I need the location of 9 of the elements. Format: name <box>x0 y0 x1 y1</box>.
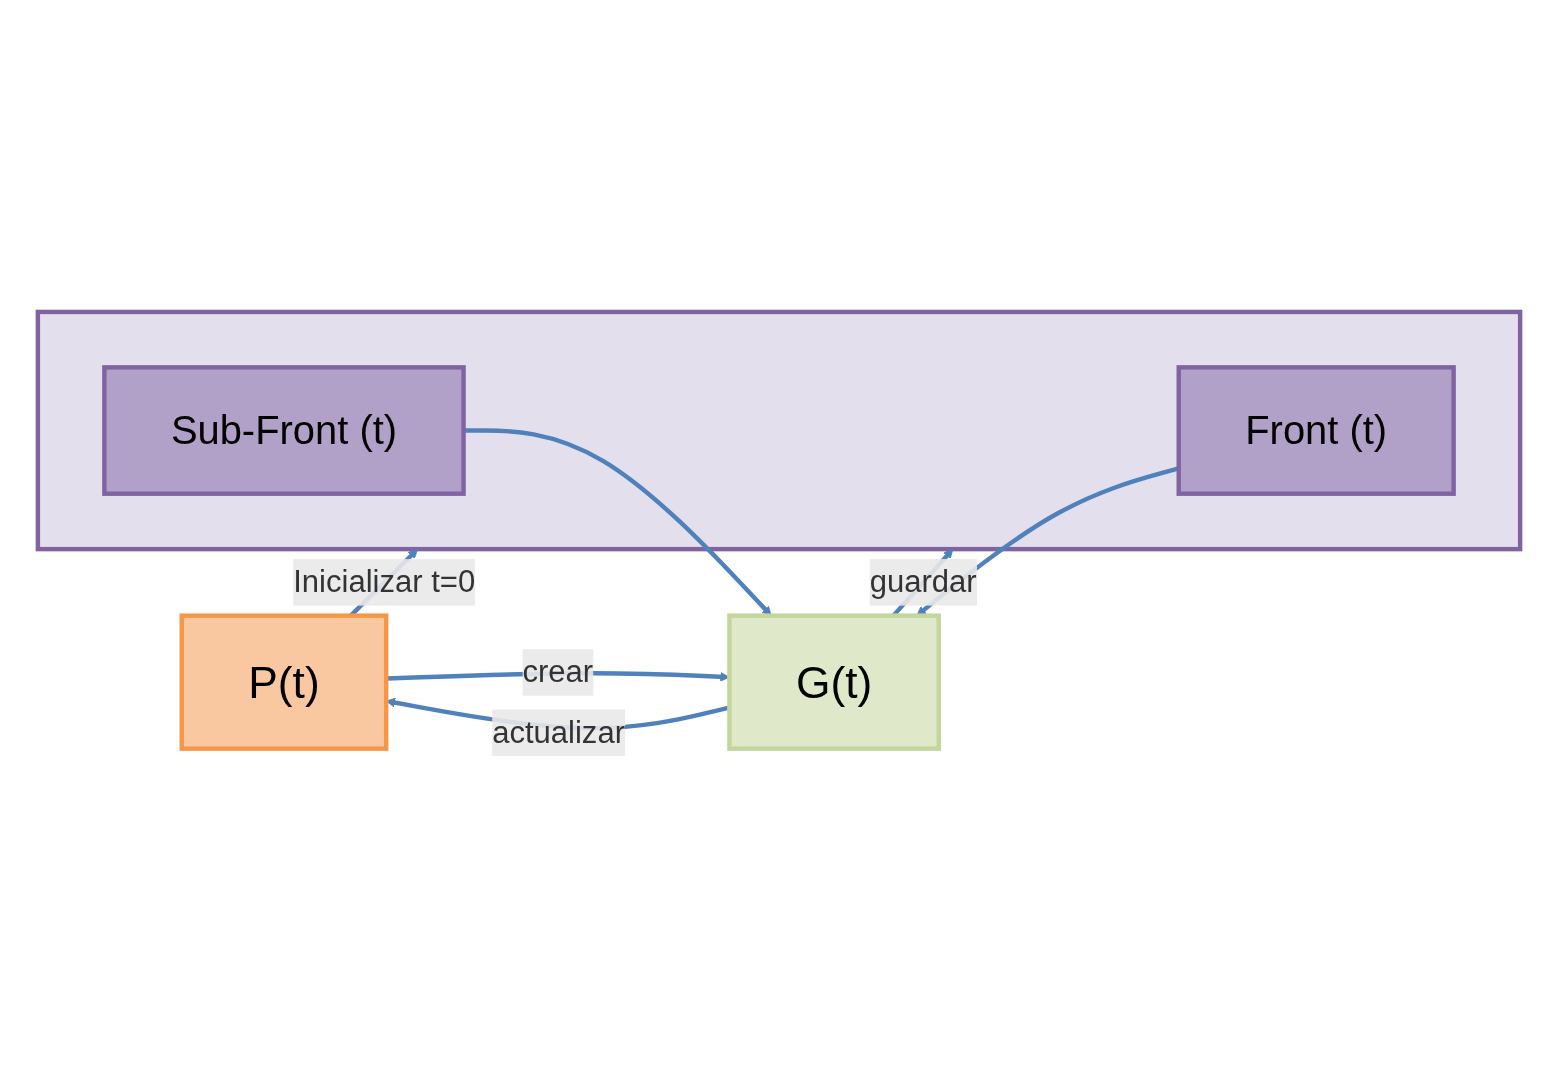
node-box: G(t) <box>727 613 941 751</box>
edge-label: actualizar <box>492 715 625 750</box>
node-box: Front (t) <box>1176 365 1456 496</box>
edge-label: crear <box>522 654 594 690</box>
cluster <box>35 309 1523 552</box>
node-box: P(t) <box>179 613 389 751</box>
edge-label: Inicializar t=0 <box>293 564 476 600</box>
edge-label: guardar <box>869 564 977 600</box>
node-box: Sub-Front (t) <box>102 365 466 496</box>
